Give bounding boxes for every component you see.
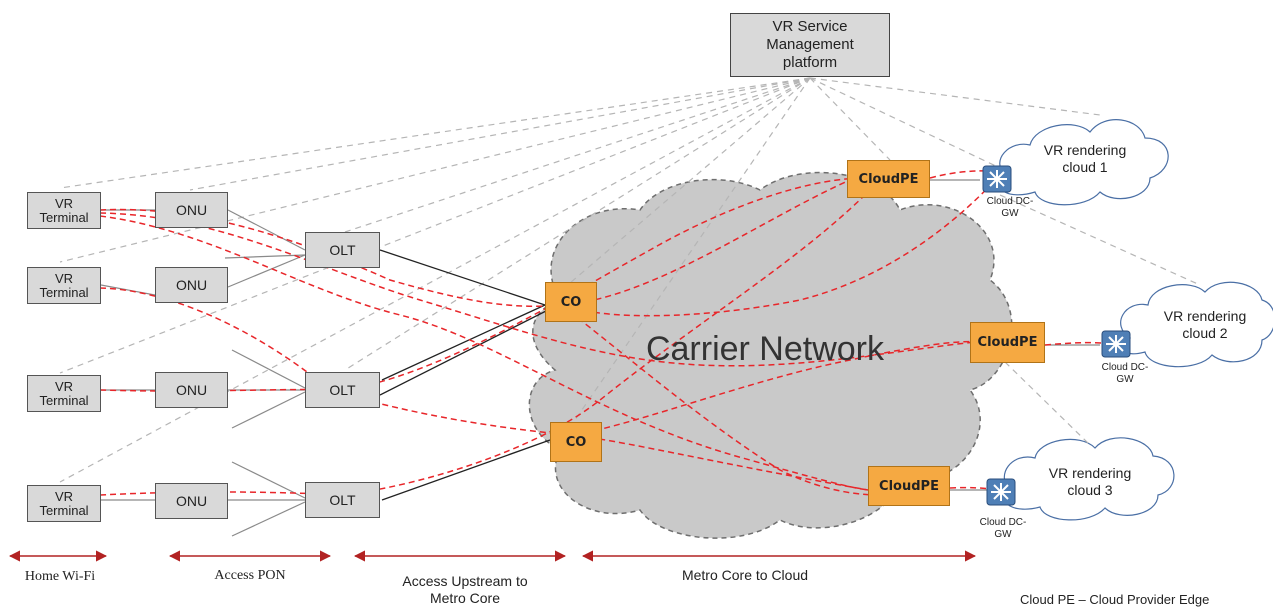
onu-node: ONU <box>155 483 228 519</box>
management-links <box>59 77 1201 483</box>
cloud-pe-node: CloudPE <box>970 322 1045 363</box>
segment-label-access-pon: Access PON <box>214 568 286 583</box>
vr-service-management-platform: VR Service Management platform <box>730 13 890 77</box>
footnote: Cloud PE – Cloud Provider Edge <box>1020 592 1210 607</box>
vr-terminal: VR Terminal <box>27 267 101 304</box>
vr-terminal: VR Terminal <box>27 485 101 522</box>
rendering-cloud-label: VR rendering cloud 3 <box>1048 465 1132 498</box>
olt-node: OLT <box>305 232 380 268</box>
segment-label-metro-core: Metro Core to Cloud <box>681 567 809 583</box>
co-node: CO <box>545 282 597 322</box>
vr-service-paths <box>99 170 1111 496</box>
olt-node: OLT <box>305 482 380 518</box>
rendering-cloud-2 <box>1120 281 1273 368</box>
dc-gateway-icon <box>986 478 1016 506</box>
dc-gateway-label: Cloud DC- GW <box>979 517 1027 540</box>
onu-node: ONU <box>155 267 228 303</box>
onu-node: ONU <box>155 192 228 228</box>
dc-gateway-label: Cloud DC- GW <box>986 196 1034 219</box>
cloud-pe-node: CloudPE <box>847 160 930 198</box>
cloud-pe-node: CloudPE <box>868 466 950 506</box>
vr-terminal: VR Terminal <box>27 375 101 412</box>
rendering-cloud-label: VR rendering cloud 2 <box>1163 308 1247 341</box>
co-node: CO <box>550 422 602 462</box>
rendering-cloud-3 <box>1003 437 1175 521</box>
rendering-cloud-label: VR rendering cloud 1 <box>1043 142 1127 175</box>
carrier-network-label: Carrier Network <box>645 330 885 368</box>
segment-label-home-wifi: Home Wi-Fi <box>24 569 96 584</box>
vr-terminal: VR Terminal <box>27 192 101 229</box>
dc-gateway-label: Cloud DC- GW <box>1101 362 1149 385</box>
rendering-cloud-1 <box>999 119 1169 206</box>
onu-node: ONU <box>155 372 228 408</box>
dc-gateway-icon <box>982 165 1012 193</box>
olt-node: OLT <box>305 372 380 408</box>
dc-gateway-icon <box>1101 330 1131 358</box>
segment-label-access-upstream: Access Upstream to Metro Core <box>402 573 528 606</box>
upstream-links <box>379 249 551 501</box>
